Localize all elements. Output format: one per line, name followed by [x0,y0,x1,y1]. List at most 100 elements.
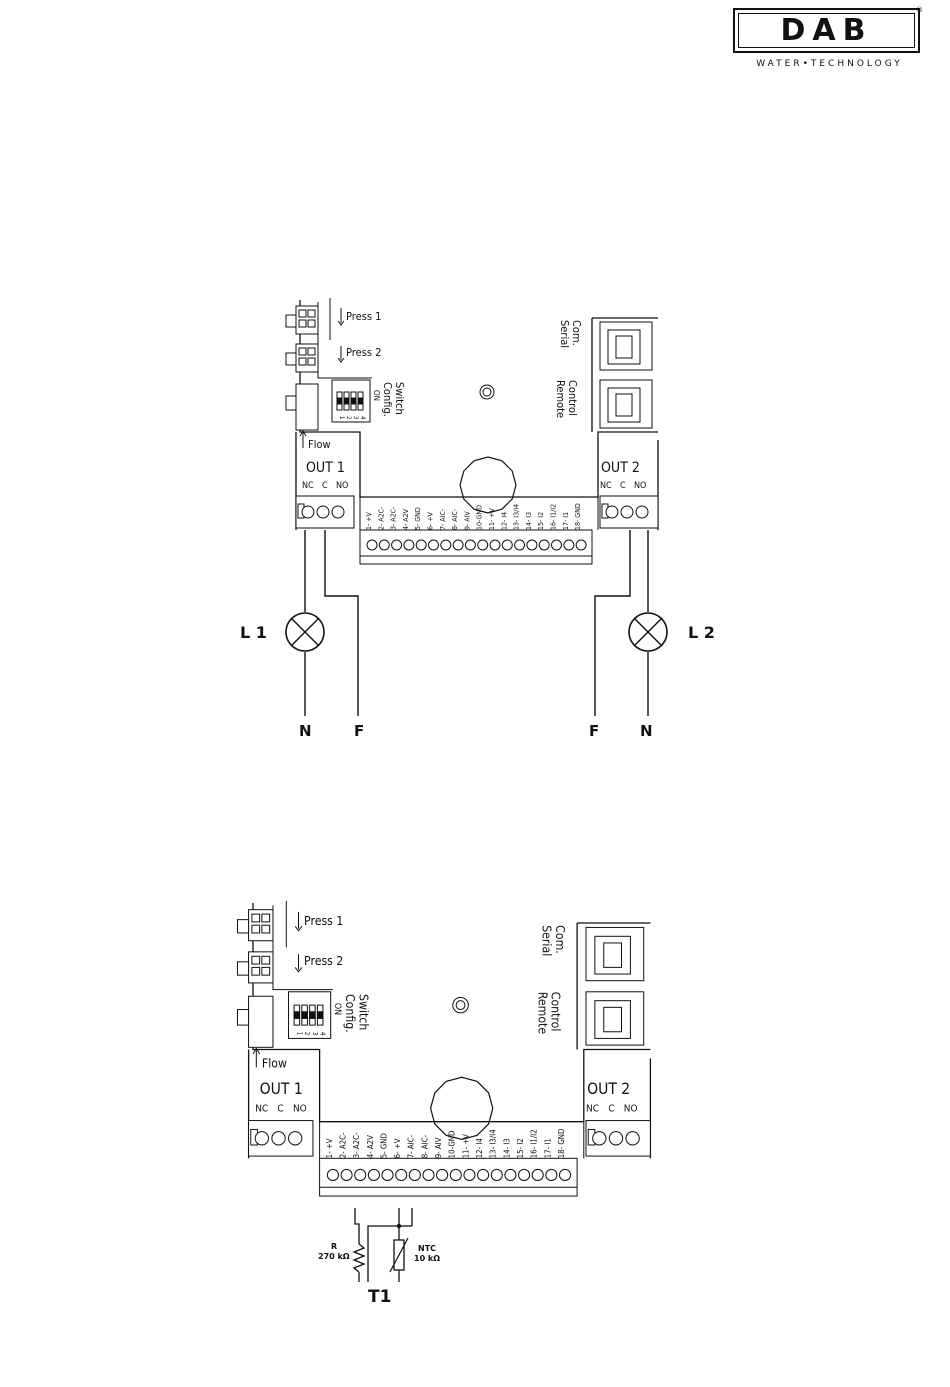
b2-dip-switch-lever [309,1011,316,1019]
b2-press1-pin [261,913,271,923]
b1-press1-pin [307,309,316,318]
b1-label-terminal: 4- A2V [402,508,410,530]
b2-label-dip-number: 3 [311,1032,319,1036]
b1-label-terminal: 6- +V [427,511,435,530]
lamp2-label: L 2 [688,623,715,642]
b1-mounting-hole-large [459,456,517,514]
logo-registered-mark: ® [916,6,923,14]
b2-terminal-screw [436,1168,449,1181]
b1-label-dip-number: 3 [352,416,359,419]
logo-brand: DAB [780,13,873,48]
b1-terminal-screw [366,539,378,551]
b1-flow-arrow-head [299,430,307,437]
b1-terminal-screw [514,539,526,551]
b1-label-dip-number: 4 [359,416,366,420]
b1-press1-pin [307,319,316,328]
b2-label-press1: Press 1 [304,914,343,928]
b1-label-terminal: 13- I3/I4 [513,504,521,530]
b1-press1-arrow-head [337,320,345,326]
b2-dip-switch-lever [301,1011,308,1019]
b2-terminal-screw [477,1168,490,1181]
b2-label-dip-number: 1 [295,1032,303,1036]
b1-label-terminal: 17- I1 [562,512,570,530]
b2-label-out2-pin-2: NO [624,1104,638,1115]
b1-terminal-screw [403,539,415,551]
b1-press1-latch [285,314,297,328]
b1-label-serial-1: Serial [558,320,571,348]
b1-label-out2: OUT 2 [601,460,640,476]
b2-press2-pin [251,955,261,965]
b2-label-terminal: 7- AIC- [407,1134,416,1158]
b1-label-terminal: 18- GND [574,503,582,530]
b2-label-terminal: 18- GND [557,1129,566,1159]
b1-label-terminal: 14- I3 [525,512,533,530]
b2-label-terminal: 1- +V [325,1138,334,1158]
b1-dip-switch-lever [357,397,364,405]
b2-label-switch: Switch [357,994,371,1030]
b2-label-serial-1: Serial [540,925,554,956]
b2-press1-latch [236,919,250,934]
b1-label-flow: Flow [308,438,331,451]
b1-label-terminal: 1- +V [365,511,373,530]
lamp1-label: L 1 [240,623,267,642]
b1-label-out1-pin-0: NC [302,481,314,491]
b2-terminal-screw [326,1168,339,1181]
b2-label-terminal: 4- A2V [366,1135,375,1158]
b1-terminal-screw [415,539,427,551]
phase-label-2: F [589,722,599,740]
b1-terminal-screw [452,539,464,551]
wire-out2-c-to-f [594,530,631,716]
b1-terminal-screw [440,539,452,551]
b1-label-terminal: 5- GND [414,507,422,530]
b1-press2-latch [285,352,297,366]
b1-label-terminal: 15- I2 [537,512,545,530]
b1-terminal-screw [538,539,550,551]
wire-t1-to-junction [367,1225,399,1282]
b1-terminal-screw [575,539,587,551]
b1-dip-switch-lever [343,397,350,405]
b1-remote-port-contacts [615,393,633,417]
b2-label-terminal: 16- I1/I2 [530,1129,539,1158]
b1-label-terminal: 9- AIV [463,511,471,530]
b1-label-press2: Press 2 [346,346,381,359]
b1-label-remote-2: Control [566,380,579,416]
b2-press2-pin [261,955,271,965]
b2-config-latch [236,1009,250,1026]
b2-label-out1: OUT 1 [260,1080,303,1098]
b1-press2-pin [298,347,307,356]
ntc-slash [389,1237,409,1273]
b1-label-terminal: 12- I4 [500,512,508,530]
b2-terminal-screw [504,1168,517,1181]
b2-label-terminal: 17- I1 [543,1138,552,1158]
b2-label-terminal: 9- AIV [434,1137,443,1158]
b2-out1-screw [254,1131,270,1146]
b2-press2-arrow-head [294,967,303,973]
b2-press1-pin [251,924,261,934]
b2-terminal-screw [518,1168,531,1181]
b2-label-serial-2: Com. [553,925,567,954]
b2-label-dip-number: 2 [303,1032,311,1036]
b1-label-terminal: 16- I1/I2 [550,504,558,530]
b1-label-out1-pin-2: NO [336,481,348,491]
b2-label-terminal: 15- I2 [516,1138,525,1158]
b2-terminal-screw [422,1168,435,1181]
b2-label-terminal: 11- +V [461,1134,470,1158]
lamp2-cross-b [633,617,663,647]
resistor-symbol [352,1243,366,1273]
b2-label-remote-1: Remote [535,992,549,1035]
b1-label-out1: OUT 1 [306,460,345,476]
b1-out2-screw [605,505,619,519]
b2-terminal-screw [490,1168,503,1181]
b2-flow-arrow-head [252,1047,261,1055]
wire-out1-c-to-f [324,530,359,716]
b2-label-out2-pin-1: C [608,1104,614,1115]
b1-terminal-screw [551,539,562,551]
b1-config-connector [295,383,319,431]
b1-press2-pin [307,347,316,356]
b2-out2-screw [608,1131,624,1146]
b1-mounting-hole-small-inner [482,387,492,397]
